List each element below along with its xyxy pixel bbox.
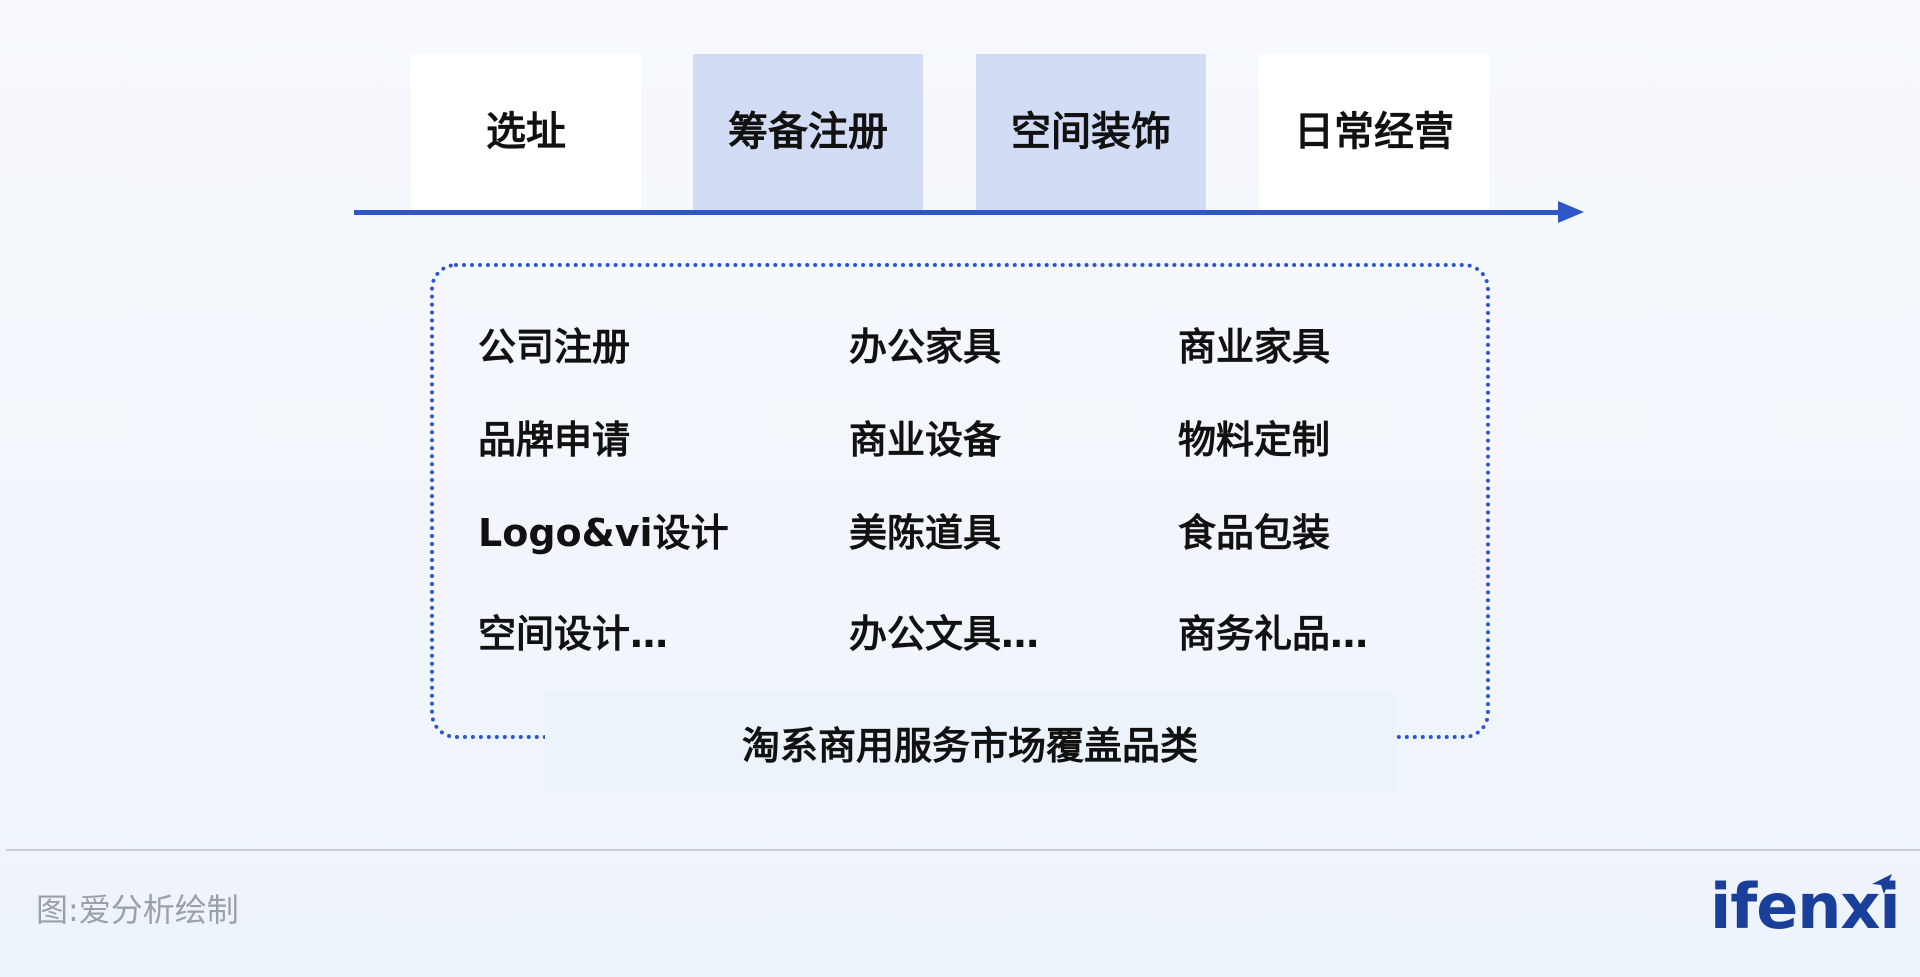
caption-text: 淘系商用服务市场覆盖品类 [741,723,1198,768]
category-item: 办公家具 [849,325,1002,369]
category-item: 商务礼品… [1178,612,1369,656]
category-item: Logo&vi设计 [478,511,729,555]
stage-site-selection: 选址 [411,54,641,210]
brand-logo: ifenxi [1710,872,1901,942]
category-item: 食品包装 [1178,511,1331,555]
category-item: 商业家具 [1178,325,1331,369]
stage-label: 日常经营 [1294,109,1454,155]
category-item: 美陈道具 [849,511,1002,555]
stage-label: 筹备注册 [728,109,888,155]
category-caption: 淘系商用服务市场覆盖品类 [545,692,1395,792]
stage-daily-operation: 日常经营 [1259,54,1489,210]
stage-label: 选址 [486,109,566,155]
paper-plane-icon [1872,874,1892,894]
footer-divider [6,849,1920,851]
brand-logo-text: ifenxi [1710,870,1901,943]
timeline-arrow-line [354,210,1564,215]
stage-label: 空间装饰 [1011,109,1171,155]
timeline-arrowhead-icon [1558,201,1584,223]
category-item: 物料定制 [1178,418,1331,462]
stage-space-decoration: 空间装饰 [976,54,1206,210]
source-note: 图:爱分析绘制 [36,891,239,929]
category-item: 办公文具… [849,612,1040,656]
category-item: 商业设备 [849,418,1002,462]
stage-preparation-registration: 筹备注册 [693,54,923,210]
category-item: 公司注册 [478,325,631,369]
category-item: 空间设计… [478,612,669,656]
category-item: 品牌申请 [478,418,631,462]
